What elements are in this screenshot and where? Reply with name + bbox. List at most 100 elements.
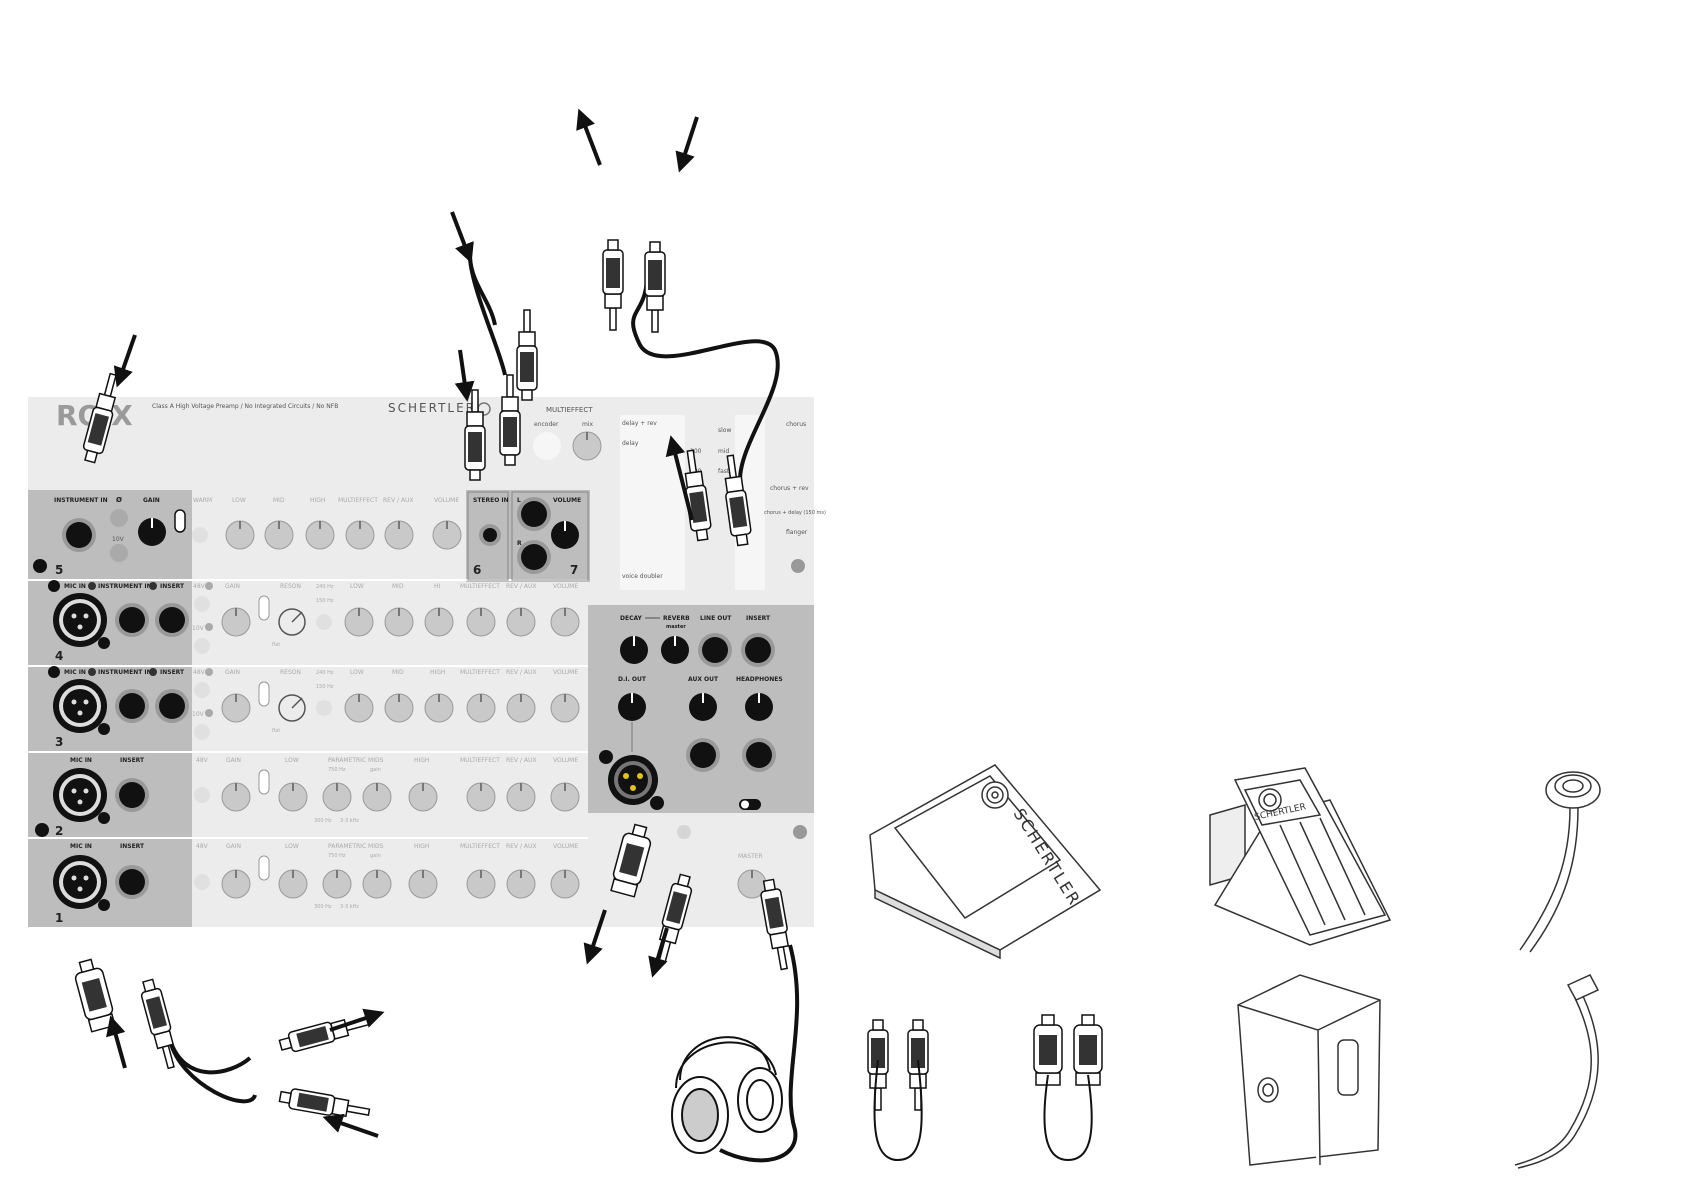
- reverb-master-label: master: [666, 624, 686, 630]
- ch4-insert-label: INSERT: [160, 583, 185, 590]
- ch3-toggle[interactable]: [258, 681, 270, 707]
- fx-chorus: chorus: [786, 421, 806, 428]
- ch5-toggle[interactable]: [174, 509, 186, 533]
- ch3-xlr-input[interactable]: [53, 679, 107, 733]
- ch2-number: 2: [55, 824, 63, 838]
- ch3-low-knob[interactable]: [344, 693, 374, 723]
- ch7-number: 7: [570, 563, 578, 577]
- ch5-rev-aux-knob[interactable]: [384, 520, 414, 550]
- channel-4: MIC IN INSTRUMENT IN INSERT 4 48V 10V GA…: [48, 580, 580, 663]
- ch2-rev-aux-knob[interactable]: [506, 782, 536, 812]
- ch4-volume-knob[interactable]: [550, 607, 580, 637]
- ch3-multieffect-label: MULTIEFFECT: [460, 669, 500, 676]
- ch2-insert-jack[interactable]: [115, 778, 149, 812]
- ch3-flat-label: flat: [272, 728, 280, 734]
- ch2-mid-gain-knob[interactable]: [362, 782, 392, 812]
- ch5-instrument-jack[interactable]: [62, 518, 96, 552]
- di-out-knob[interactable]: [617, 692, 647, 722]
- ch1-mid-gain-knob[interactable]: [362, 869, 392, 899]
- ch3-gain-label: GAIN: [225, 669, 240, 676]
- ch1-parametric-label: PARAMETRIC MIDS: [328, 843, 384, 850]
- ch4-multieffect-label: MULTIEFFECT: [460, 583, 500, 590]
- stereo-r-label: R: [517, 540, 522, 547]
- ch3-reson-label: RESON: [280, 669, 301, 676]
- ch5-phase-button[interactable]: [110, 509, 128, 527]
- line-out-jack[interactable]: [698, 633, 732, 667]
- ch2-mid-freq-knob[interactable]: [322, 782, 352, 812]
- volume-pedal-illustration: [1209, 767, 1392, 946]
- aux-out-label: AUX OUT: [688, 676, 719, 683]
- aux-out-jack[interactable]: [686, 738, 720, 772]
- ch1-high-knob[interactable]: [408, 869, 438, 899]
- ch4-low-knob[interactable]: [344, 607, 374, 637]
- ch2-low-knob[interactable]: [278, 782, 308, 812]
- ch4-reson-freq-2: 150 Hz: [316, 598, 334, 604]
- ch4-xlr-input[interactable]: [53, 593, 107, 647]
- stereo-l-jack[interactable]: [517, 497, 551, 531]
- encoder-knob[interactable]: [533, 432, 561, 460]
- ch5-volume-knob[interactable]: [432, 520, 462, 550]
- ch2-toggle[interactable]: [258, 769, 270, 795]
- ch1-rev-aux-knob[interactable]: [506, 869, 536, 899]
- ch4-gain-knob[interactable]: [221, 607, 251, 637]
- ch1-gain-label: GAIN: [226, 843, 241, 850]
- ch4-toggle[interactable]: [258, 595, 270, 621]
- ch3-high-knob[interactable]: [424, 693, 454, 723]
- ch2-parametric-label: PARAMETRIC MIDS: [328, 757, 384, 764]
- ch4-rev-aux-knob[interactable]: [506, 607, 536, 637]
- ch3-mid-knob[interactable]: [384, 693, 414, 723]
- ch4-low-label: LOW: [350, 583, 364, 590]
- ch2-high-label: HIGH: [414, 757, 429, 764]
- ch3-instrument-jack[interactable]: [115, 689, 149, 723]
- ch1-gain-knob[interactable]: [221, 869, 251, 899]
- ch3-reson-freq-1: 240 Hz: [316, 670, 334, 676]
- ch2-multieffect-knob[interactable]: [466, 782, 496, 812]
- ch2-high-knob[interactable]: [408, 782, 438, 812]
- ch3-rev-aux-knob[interactable]: [506, 693, 536, 723]
- ch1-mid-freq-knob[interactable]: [322, 869, 352, 899]
- ch5-gain-knob[interactable]: [137, 517, 167, 547]
- ch5-high-label: HIGH: [310, 497, 325, 504]
- ch3-reson-knob[interactable]: [278, 694, 306, 722]
- ch3-gain-knob[interactable]: [221, 693, 251, 723]
- ch5-mid-knob[interactable]: [264, 520, 294, 550]
- ch1-xlr-input[interactable]: [53, 855, 107, 909]
- master-insert-label: INSERT: [746, 615, 771, 622]
- ch3-insert-jack[interactable]: [155, 689, 189, 723]
- headphones-jack[interactable]: [742, 738, 776, 772]
- master-insert-jack[interactable]: [741, 633, 775, 667]
- ch4-multieffect-knob[interactable]: [466, 607, 496, 637]
- ch1-multieffect-knob[interactable]: [466, 869, 496, 899]
- ch2-param-gain: gain: [370, 767, 381, 773]
- ch1-insert-jack[interactable]: [115, 865, 149, 899]
- ch2-volume-knob[interactable]: [550, 782, 580, 812]
- ch2-xlr-input[interactable]: [53, 768, 107, 822]
- ch4-instrument-jack[interactable]: [115, 603, 149, 637]
- ch1-low-knob[interactable]: [278, 869, 308, 899]
- ch4-reson-knob[interactable]: [278, 608, 306, 636]
- plug-stereo-left: [516, 309, 538, 401]
- mix-label: mix: [582, 421, 594, 428]
- stereo-volume-knob[interactable]: [550, 520, 580, 550]
- aux-out-knob[interactable]: [688, 692, 718, 722]
- ch2-gain-knob[interactable]: [221, 782, 251, 812]
- ch1-low-label: LOW: [285, 843, 299, 850]
- reverb-knob[interactable]: [660, 635, 690, 665]
- ch3-rev-aux-label: REV / AUX: [506, 669, 537, 676]
- ch5-multieffect-knob[interactable]: [345, 520, 375, 550]
- mix-knob[interactable]: [572, 431, 602, 461]
- ch5-low-knob[interactable]: [225, 520, 255, 550]
- stereo-r-jack[interactable]: [517, 540, 551, 574]
- ch5-pad-button[interactable]: [110, 544, 128, 562]
- ch1-toggle[interactable]: [258, 855, 270, 881]
- headphones-knob[interactable]: [744, 692, 774, 722]
- ch3-volume-knob[interactable]: [550, 693, 580, 723]
- ch1-volume-knob[interactable]: [550, 869, 580, 899]
- ch4-hi-knob[interactable]: [424, 607, 454, 637]
- ch4-mid-knob[interactable]: [384, 607, 414, 637]
- ch3-reson-freq-2: 150 Hz: [316, 684, 334, 690]
- ch3-multieffect-knob[interactable]: [466, 693, 496, 723]
- ch4-insert-jack[interactable]: [155, 603, 189, 637]
- ch5-high-knob[interactable]: [305, 520, 335, 550]
- decay-knob[interactable]: [619, 635, 649, 665]
